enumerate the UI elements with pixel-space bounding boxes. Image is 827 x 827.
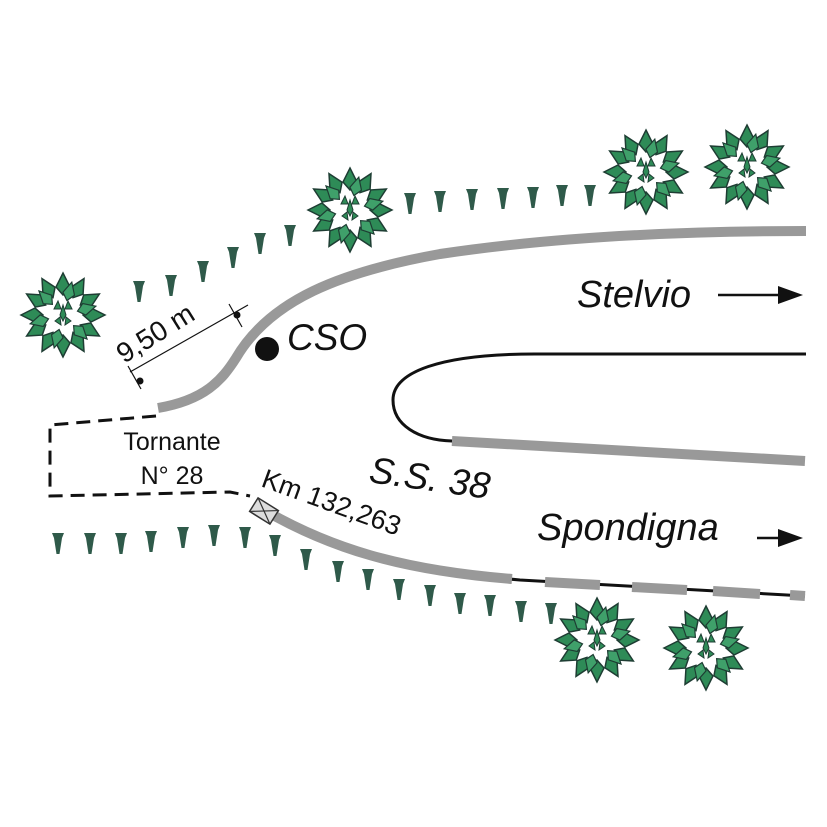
tornante-boundary — [48, 414, 251, 498]
distance-dimension — [127, 303, 249, 390]
post-icon — [362, 569, 374, 590]
post-icon — [556, 185, 568, 206]
post-icon — [404, 193, 416, 214]
post-icon — [454, 593, 466, 614]
station-dot-icon — [255, 337, 279, 361]
post-icon — [497, 188, 509, 209]
post-icon — [434, 191, 446, 212]
post-icon — [115, 533, 127, 554]
post-icon — [208, 525, 220, 546]
inner-curve — [391, 352, 806, 443]
post-icon — [133, 281, 145, 302]
trees — [20, 124, 790, 691]
post-icon — [284, 225, 296, 246]
road-name-label: S.S. 38 — [367, 449, 493, 507]
post-icon — [466, 189, 478, 210]
arrow-right-icon — [757, 529, 803, 547]
bush-icon — [20, 272, 106, 358]
post-icon — [527, 187, 539, 208]
post-icon — [197, 261, 209, 282]
post-icon — [545, 603, 557, 624]
post-icon — [393, 579, 405, 600]
km-marker-icon — [248, 496, 280, 526]
cso-label: CSO — [287, 317, 367, 358]
post-icon — [269, 535, 281, 556]
inner-road — [451, 436, 806, 466]
post-icon — [177, 527, 189, 548]
bush-icon — [663, 605, 749, 691]
lower-road — [261, 505, 513, 584]
bush-icon — [603, 129, 689, 215]
tornante-label-line1: Tornante — [123, 428, 220, 456]
post-icon — [52, 533, 64, 554]
post-icon — [484, 595, 496, 616]
post-icon — [332, 561, 344, 582]
stelvio-label: Stelvio — [577, 274, 691, 316]
post-icon — [515, 601, 527, 622]
post-icon — [584, 185, 596, 206]
post-icon — [165, 275, 177, 296]
post-icon — [300, 549, 312, 570]
post-icon — [239, 527, 251, 548]
bush-icon — [307, 167, 393, 253]
post-icon — [84, 533, 96, 554]
lower-road-dashes — [544, 577, 806, 601]
post-icon — [424, 585, 436, 606]
upper-road — [157, 226, 807, 413]
post-icon — [227, 247, 239, 268]
arrow-right-icon — [718, 286, 803, 304]
bush-icon — [704, 124, 790, 210]
spondigna-label: Spondigna — [537, 507, 719, 549]
post-icon — [254, 233, 266, 254]
post-icon — [145, 531, 157, 552]
bush-icon — [554, 597, 640, 683]
tornante-label-line2: N° 28 — [141, 462, 204, 490]
